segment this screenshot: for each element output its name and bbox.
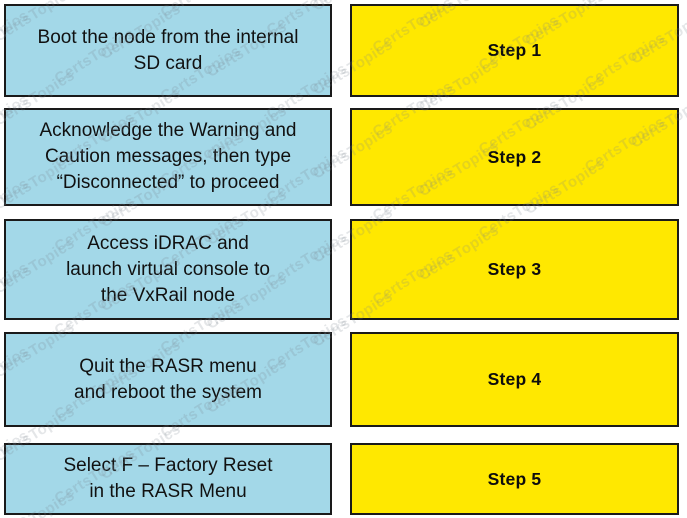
step-box-4[interactable]: Step 4 [350,332,679,427]
step-box-4-label: Step 4 [487,369,542,389]
step-box-5[interactable]: Step 5 [350,443,679,515]
step-box-2-label: Step 2 [487,146,542,167]
action-box-1[interactable]: Boot the node from the internal SD card [4,4,332,97]
action-box-4-label: Quit the RASR menu and reboot the system [74,355,262,403]
step-box-1[interactable]: Step 1 [350,4,679,97]
action-box-3[interactable]: Access iDRAC and launch virtual console … [4,219,332,320]
step-box-1-label: Step 1 [487,40,542,60]
step-box-3[interactable]: Step 3 [350,219,679,320]
action-box-5[interactable]: Select F – Factory Reset in the RASR Men… [4,443,332,515]
step-box-3-label: Step 3 [487,259,542,279]
step-box-2[interactable]: Step 2 [350,108,679,206]
action-box-5-label: Select F – Factory Reset in the RASR Men… [63,455,273,502]
action-box-2[interactable]: Acknowledge the Warning and Caution mess… [4,108,332,206]
action-box-4[interactable]: Quit the RASR menu and reboot the system [4,332,332,427]
action-box-1-label: Boot the node from the internal SD card [37,26,299,74]
action-box-3-label: Access iDRAC and launch virtual console … [66,232,270,306]
action-box-2-label: Acknowledge the Warning and Caution mess… [39,120,297,193]
step-box-5-label: Step 5 [487,468,542,489]
